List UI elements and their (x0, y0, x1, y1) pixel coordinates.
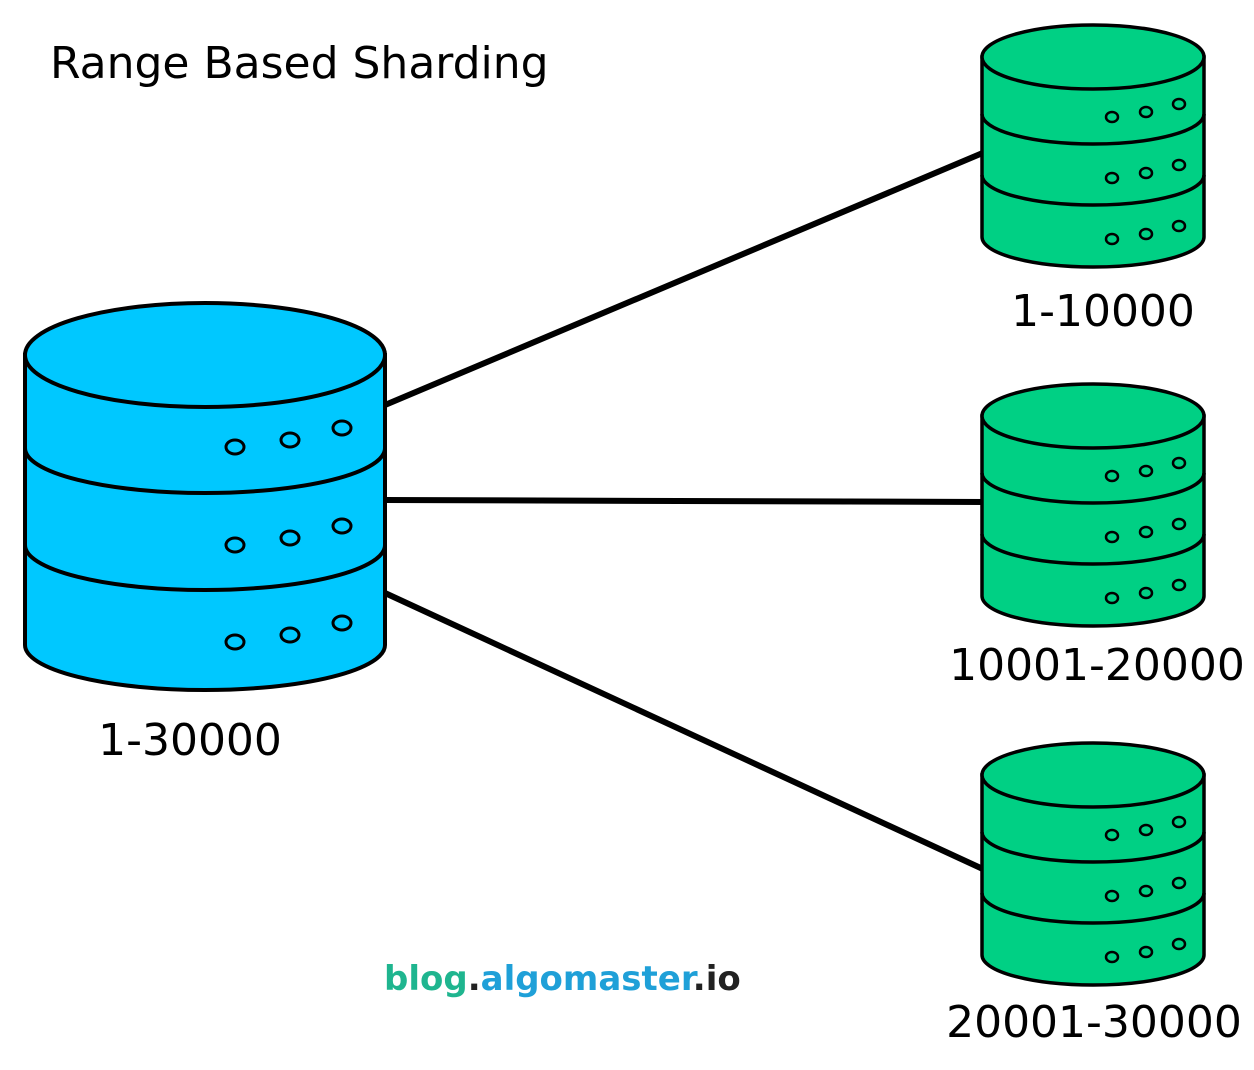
watermark-algomaster: algomaster (481, 959, 698, 999)
shard-label-2: 10001-20000 (949, 640, 1245, 691)
watermark-dot-1: . (468, 959, 481, 999)
diagram-title: Range Based Sharding (50, 38, 549, 89)
connector-shard-2 (382, 497, 988, 505)
source-db-divider-2 (23, 544, 387, 592)
connector-shard-1 (382, 149, 988, 408)
source-db-body (23, 353, 387, 692)
shard-label-3: 20001-30000 (946, 997, 1242, 1048)
shard-database-icon-1 (980, 23, 1206, 269)
source-db-label: 1-30000 (98, 715, 282, 766)
watermark: blog.algomaster.io (384, 959, 741, 999)
watermark-blog: blog (384, 959, 468, 999)
source-database-icon (23, 301, 387, 692)
connector-shard-3 (382, 590, 988, 873)
source-db-divider-1 (23, 447, 387, 495)
shard-database-icon-2 (980, 382, 1206, 628)
watermark-dot-2: . (693, 959, 706, 999)
source-db-dots (224, 419, 353, 651)
shard-label-1: 1-10000 (1011, 286, 1195, 337)
watermark-io: io (706, 959, 741, 999)
connectors (382, 149, 988, 873)
shard-database-icon-3 (980, 741, 1206, 987)
source-db-top (23, 301, 387, 409)
